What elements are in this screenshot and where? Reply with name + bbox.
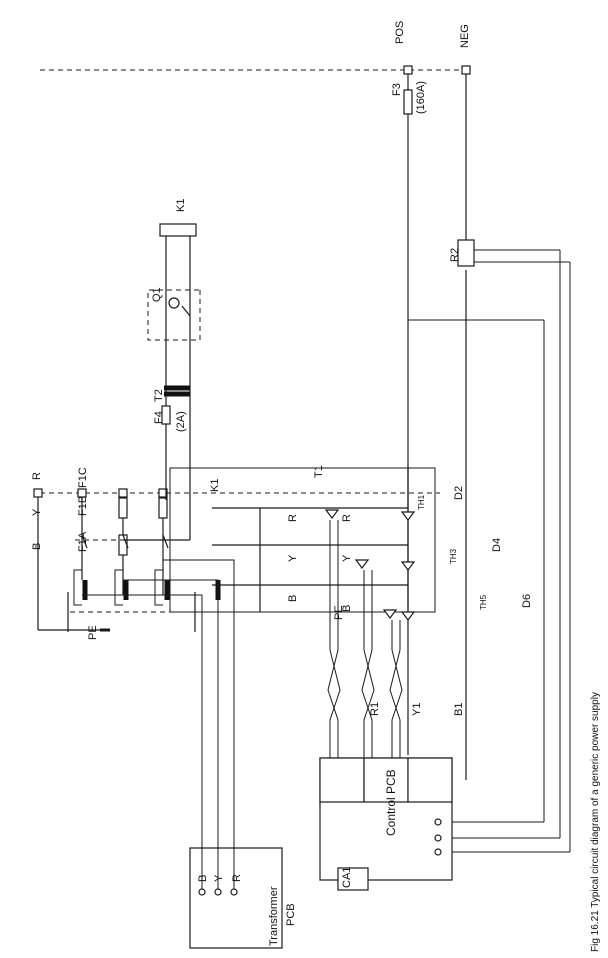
neg-terminal: [461, 65, 471, 75]
t1-sec-r-label: R: [341, 514, 353, 522]
transformer-pcb: [189, 847, 283, 949]
k1-contact-b: [81, 534, 88, 549]
pos-terminal: [403, 65, 413, 75]
d6-diode: [400, 611, 416, 621]
gate-lead-1b: [327, 520, 339, 760]
f1a-fuse: [118, 534, 128, 556]
ca1-connector: [337, 867, 369, 891]
t1-primary-loop-b: [73, 569, 82, 606]
pe-core-label: PE: [333, 605, 345, 620]
t1-primary-loop-y: [114, 569, 123, 606]
d4-label: D4: [491, 538, 503, 552]
ca1-label: CA1: [341, 867, 353, 888]
ctrl-sense-3: [434, 848, 442, 856]
f1a-label: F1A: [77, 531, 89, 552]
th5-label: TH5: [479, 594, 488, 610]
tpcb-feed-b: [82, 594, 203, 889]
k1-coil: [159, 223, 197, 237]
gate-lead-3a: [391, 620, 403, 760]
b-terminal: [77, 488, 87, 498]
neg-label: NEG: [459, 24, 471, 48]
transformer-pcb-b-label: B: [197, 875, 209, 882]
t1-sec-b-label: B: [341, 605, 353, 612]
gate-lead-3b: [389, 620, 401, 760]
f3-fuse: [403, 89, 413, 115]
control-pcb-r1-label: R1: [369, 702, 381, 716]
d4-diode: [400, 561, 416, 571]
transformer-pcb-r-label: R: [231, 874, 243, 882]
k1-contact-y: [122, 534, 129, 549]
f4-rating-label: (2A): [175, 411, 187, 432]
control-pcb-b1-label: B1: [453, 703, 465, 716]
control-pcb-r1-box: [319, 757, 365, 803]
r2-label: R2: [449, 248, 461, 262]
th5-thyristor: [382, 609, 398, 619]
transformer-pcb-y-label: Y: [213, 874, 225, 882]
tpcb-term-r: [230, 888, 238, 896]
figure-caption: Fig 16.21 Typical circuit diagram of a g…: [590, 692, 601, 952]
f1c-fuse: [158, 497, 168, 519]
t1-primary-loop-r: [154, 569, 163, 606]
f4-fuse: [161, 405, 171, 425]
gate-lead-2b: [361, 570, 373, 760]
tpcb-feed-y: [123, 579, 219, 889]
k1-contact-r: [162, 534, 169, 549]
q1-switch: [181, 305, 191, 317]
r2-shunt: [457, 239, 475, 267]
f4-label: F4: [153, 411, 165, 424]
f1b-fuse-y: [118, 497, 128, 519]
phase-r-label: R: [31, 472, 43, 480]
control-pcb-y1-label: Y1: [411, 703, 423, 716]
t1-winding-y-label: Y: [287, 554, 299, 562]
k1-contactor-label: K1: [209, 479, 221, 492]
th3-thyristor: [354, 559, 370, 569]
phase-b-label: B: [31, 543, 43, 550]
pe-terminal: [33, 488, 43, 498]
th3-label: TH3: [449, 548, 458, 564]
th1-label: TH1: [417, 494, 426, 510]
transformer-pcb-label-2: PCB: [285, 903, 297, 926]
ctrl-sense-1: [434, 818, 442, 826]
t1-winding-r-label: R: [287, 514, 299, 522]
control-pcb-b1-box: [407, 757, 453, 803]
gate-lead-2a: [363, 570, 375, 760]
t2-label: T2: [153, 389, 165, 402]
t1-label: T1: [313, 465, 325, 478]
pe-mains-label: PE: [87, 625, 99, 640]
k1-top-label: K1: [175, 199, 187, 212]
gate-lead-1a: [329, 520, 341, 760]
ctrl-sense-2: [434, 834, 442, 842]
d2-label: D2: [453, 486, 465, 500]
tpcb-feed-r: [163, 559, 235, 889]
tpcb-term-b: [198, 888, 206, 896]
f1c-label: F1C: [77, 467, 89, 488]
phase-y-label: Y: [31, 508, 43, 516]
rectifier-frame: [169, 467, 436, 613]
tpcb-term-y: [214, 888, 222, 896]
f3-label: F3: [391, 83, 403, 96]
q1-box: [147, 289, 201, 341]
control-pcb-label: Control PCB: [384, 769, 398, 836]
q1-label: Q1: [151, 287, 163, 302]
q1-thermal-icon: [168, 297, 180, 309]
schematic-body: [33, 65, 571, 949]
f3-rating-label: (160A): [415, 81, 427, 114]
t1-sec-y-label: Y: [341, 554, 353, 562]
f1b-label: F1B: [77, 496, 89, 516]
pos-label: POS: [394, 21, 406, 44]
t1-winding-b-label: B: [287, 595, 299, 602]
y-terminal: [118, 488, 128, 498]
transformer-pcb-label-1: Transformer: [268, 886, 280, 946]
th1-thyristor: [324, 509, 340, 519]
d6-label: D6: [521, 594, 533, 608]
d2-diode: [400, 511, 416, 521]
